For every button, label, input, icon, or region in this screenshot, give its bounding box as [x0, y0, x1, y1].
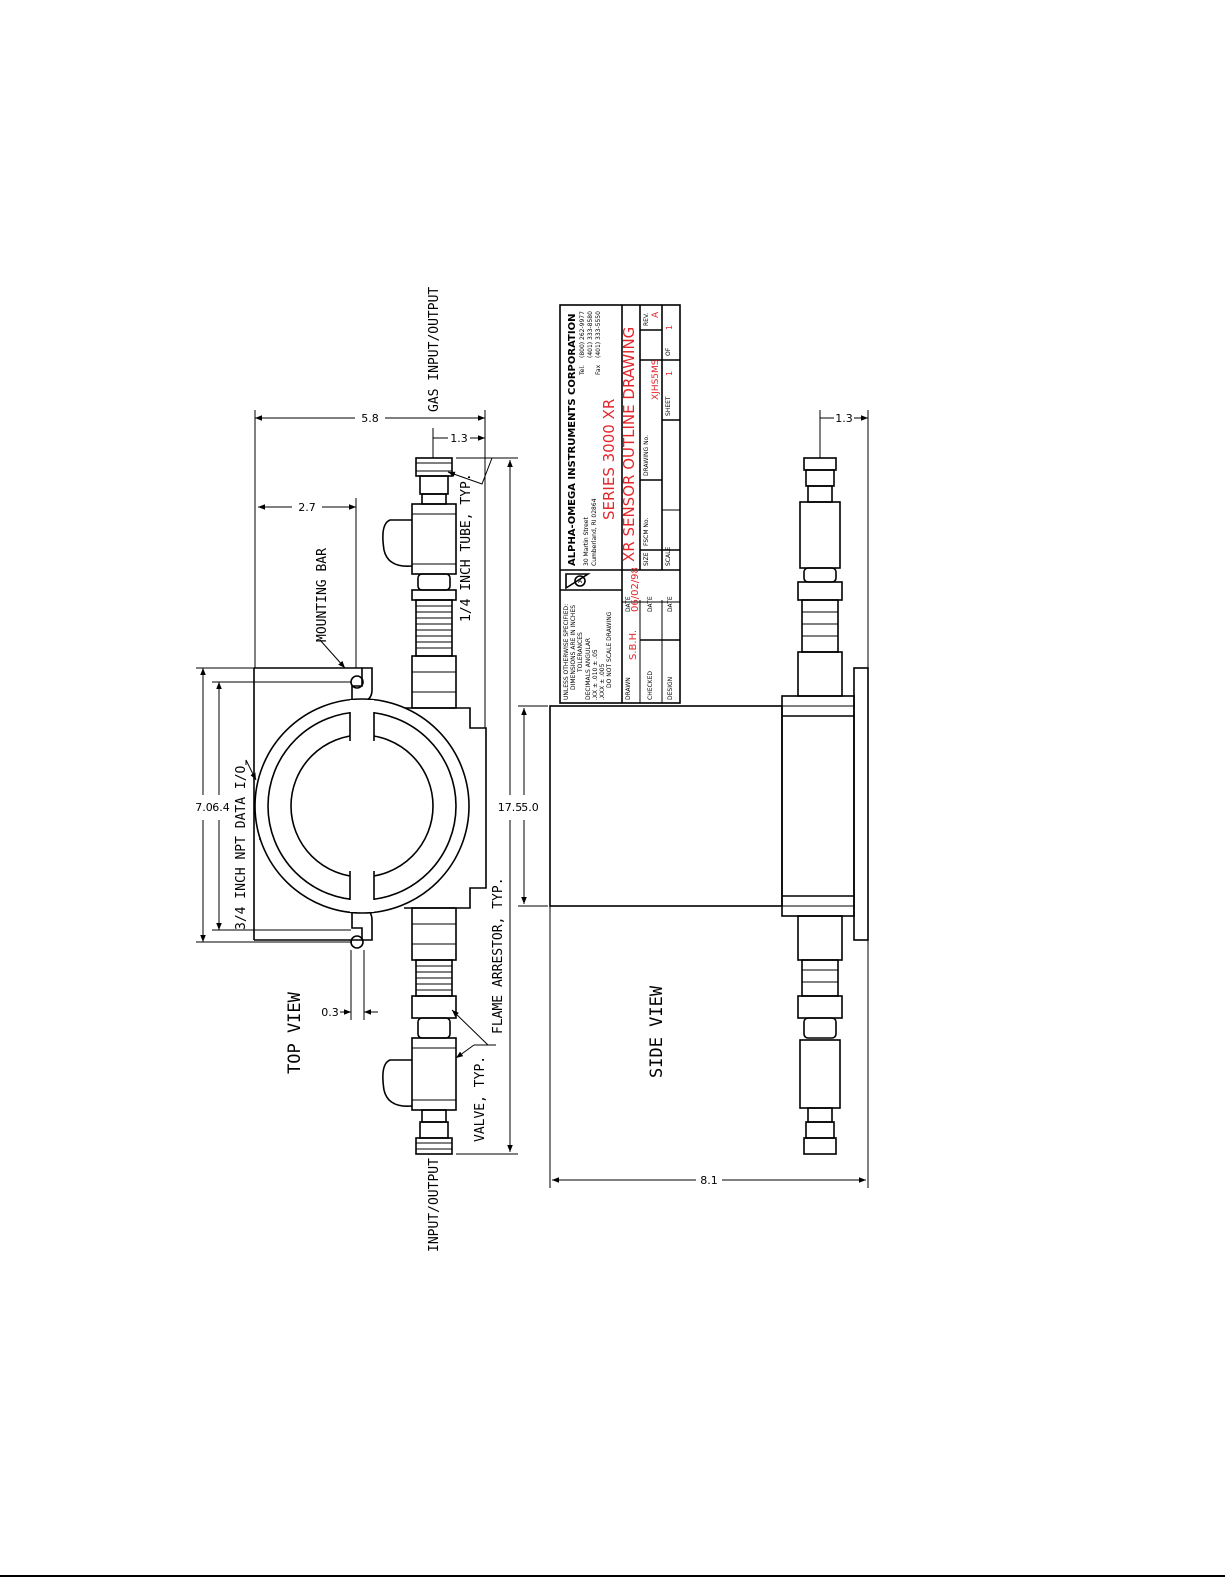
size-label: SIZE [643, 552, 650, 566]
side-view-label: SIDE VIEW [647, 985, 667, 1078]
side-view: 5.0 8.1 1.3 SIDE VIEW [518, 410, 869, 1188]
note-line: DO NOT SCALE DRAWING [606, 611, 613, 688]
fax-number: (401) 333-5550 [595, 311, 602, 358]
checked-label: CHECKED [647, 671, 654, 700]
title-block: A ALPHA-OMEGA INSTRUMENTS CORPORATION 30… [559, 304, 681, 704]
top-view-label: TOP VIEW [285, 991, 305, 1074]
company-name: ALPHA-OMEGA INSTRUMENTS CORPORATION [567, 314, 578, 566]
fscm-label: FSCM No. [643, 518, 650, 546]
drawing-title-1: SERIES 3000 XR [600, 399, 618, 520]
side-lower-fitting [797, 915, 843, 1155]
npt-data-label: 3/4 INCH NPT DATA I/O [234, 765, 249, 930]
lower-fitting-assembly [382, 907, 457, 1155]
drawing-no-value: XJHS5MS [651, 359, 661, 400]
date-value: 06/02/98 [630, 567, 641, 612]
note-line: DIMENSIONS ARE IN INCHES [570, 605, 577, 690]
svg-text:A: A [578, 578, 583, 585]
scale-label: SCALE [665, 547, 672, 566]
dim-2-7: 2.7 [298, 501, 316, 514]
design-label: DESIGN [667, 677, 674, 700]
mounting-bar-label: MOUNTING BAR [315, 548, 330, 642]
thread-hatch-upper [416, 605, 452, 649]
drawing-title-2: XR SENSOR OUTLINE DRAWING [620, 327, 638, 562]
dim-7-0: 7.0 [195, 801, 213, 814]
tel-label: Tel. [579, 365, 586, 376]
note-line: .XXX ± .005 [599, 663, 606, 700]
gas-input-output-label: GAS INPUT/OUTPUT [427, 287, 442, 412]
date-label: DATE [625, 596, 632, 612]
dim-6-4: 6.4 [212, 801, 230, 814]
drawing-no-label: DRAWING No. [643, 435, 650, 476]
dim-1-3-side: 1.3 [835, 412, 853, 425]
note-line: TOLERANCES [577, 632, 584, 673]
enclosure-body [253, 667, 487, 949]
drawn-value: S.B.H. [628, 630, 639, 660]
flame-arrestor-label: FLAME ARRESTOR, TYP. [491, 877, 506, 1034]
note-line: UNLESS OTHERWISE SPECIFIED: [563, 604, 570, 700]
dim-5-8: 5.8 [361, 412, 379, 425]
rev-value: A [651, 311, 661, 318]
company-logo: A [565, 573, 591, 590]
sheet-label: SHEET [665, 396, 672, 416]
of-label: OF [665, 347, 672, 356]
date-label-3: DATE [667, 596, 674, 612]
company-address-2: Cumberland, RI 02864 [591, 498, 598, 566]
side-view-dimensions [518, 410, 869, 1188]
dim-0-3: 0.3 [321, 1006, 339, 1019]
circular-housing [254, 698, 470, 914]
dim-5-0: 5.0 [521, 801, 539, 814]
fax-label: Fax [595, 364, 602, 375]
company-address-1: 30 Martin Street [583, 517, 590, 566]
input-output-label: INPUT/OUTPUT [427, 1158, 442, 1252]
dim-17-5: 17.5 [498, 801, 523, 814]
side-upper-fitting [797, 457, 843, 697]
note-line: DECIMALS ANGULAR [585, 638, 592, 700]
drawn-label: DRAWN [625, 677, 632, 700]
sheet-value: 1 [665, 371, 674, 376]
dim-1-3-top: 1.3 [450, 432, 468, 445]
top-view: GAS INPUT/OUTPUT INPUT/OUTPUT MOUNTING B… [195, 287, 522, 1252]
quarter-inch-tube-label: 1/4 INCH TUBE, TYP. [459, 473, 474, 622]
dim-8-1: 8.1 [700, 1174, 718, 1187]
valve-label: VALVE, TYP. [473, 1056, 488, 1142]
of-value: 1 [665, 325, 674, 330]
date-label-2: DATE [647, 596, 654, 612]
rev-label: REV. [643, 313, 650, 326]
upper-fitting-assembly [382, 457, 457, 709]
top-view-dimensions [196, 410, 518, 1155]
tel-number-2: (401) 333-8580 [587, 311, 594, 358]
note-line: .XX ± .010 ± .05 [592, 649, 599, 700]
tel-number-1: (800) 262-9977 [579, 311, 586, 358]
